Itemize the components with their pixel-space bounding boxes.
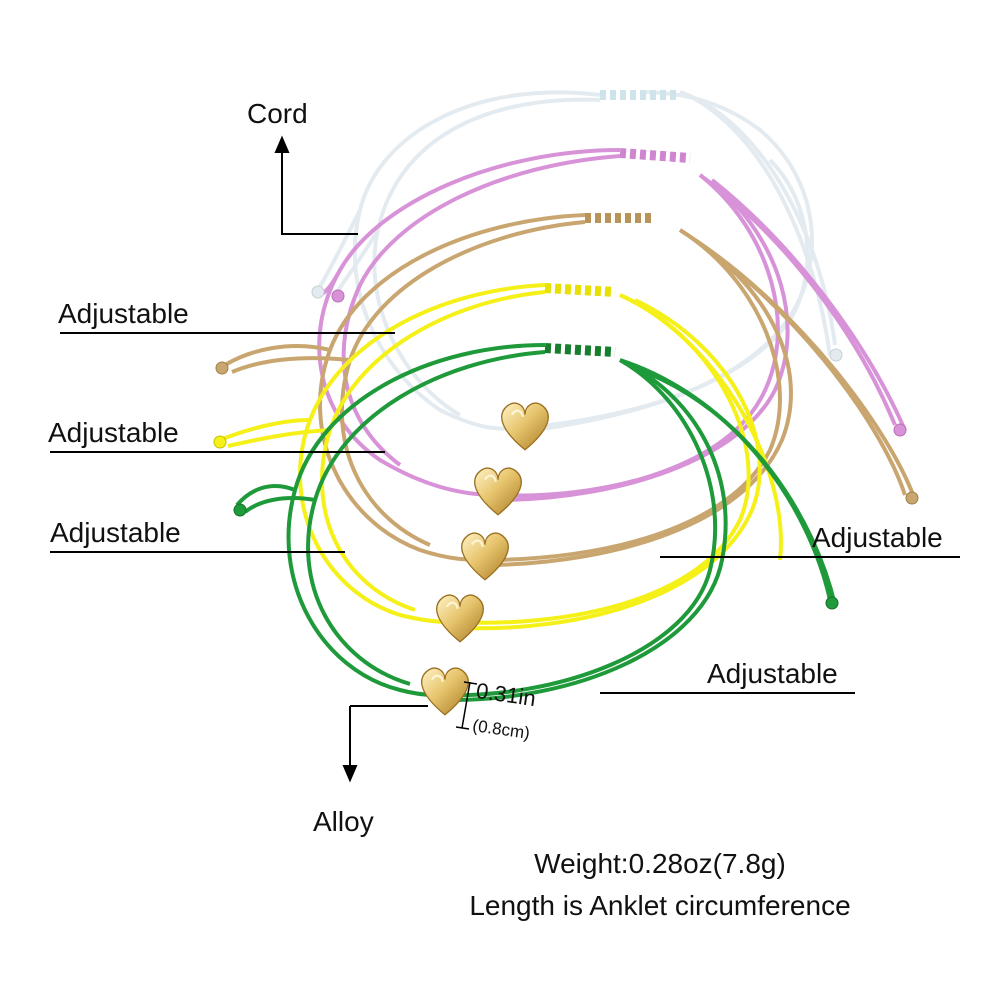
label-adjustable-3: Adjustable (50, 517, 181, 548)
tan-bracelet (223, 213, 917, 567)
label-adjustable-4: Adjustable (812, 522, 943, 553)
label-cord: Cord (247, 98, 308, 129)
leader-lines (50, 135, 960, 783)
label-alloy: Alloy (313, 806, 374, 837)
pink-bracelet (317, 148, 907, 502)
white-bracelet (316, 90, 837, 432)
green-bracelet (235, 343, 837, 703)
label-adjustable-5: Adjustable (707, 658, 838, 689)
weight-text: Weight:0.28oz(7.8g) (534, 848, 786, 879)
cord-end-knots (213, 285, 919, 610)
length-note: Length is Anklet circumference (469, 890, 851, 921)
label-adjustable-2: Adjustable (48, 417, 179, 448)
label-adjustable-1: Adjustable (58, 298, 189, 329)
